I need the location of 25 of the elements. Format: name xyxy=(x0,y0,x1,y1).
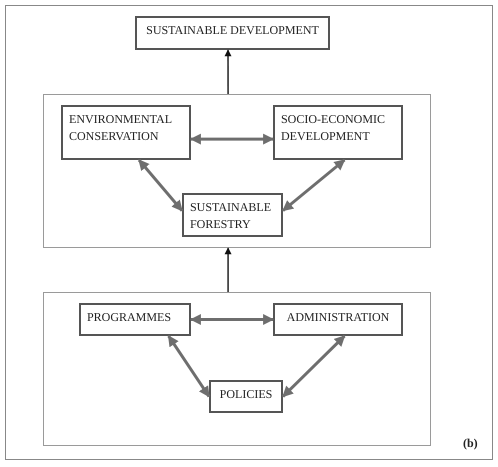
text-box xyxy=(61,105,191,160)
double-arrow xyxy=(282,334,346,398)
box-label: POLICIES xyxy=(218,386,274,403)
text-box xyxy=(273,303,403,336)
double-arrow xyxy=(282,158,346,212)
double-arrow xyxy=(138,159,184,212)
panel-box xyxy=(43,94,431,248)
text-box xyxy=(135,16,330,50)
double-arrow xyxy=(190,314,274,325)
arrow xyxy=(224,247,232,292)
double-arrow xyxy=(190,134,274,145)
double-arrow xyxy=(167,335,210,398)
box-label: SUSTAINABLE DEVELOPMENT xyxy=(145,22,320,39)
arrow xyxy=(224,49,232,94)
text-box xyxy=(182,193,283,237)
box-label: SUSTAINABLE FORESTRY xyxy=(190,199,272,233)
panel-box xyxy=(43,292,431,446)
box-label: PROGRAMMES xyxy=(87,309,172,326)
box-label: SOCIO-ECONOMIC DEVELOPMENT xyxy=(281,111,386,145)
text-box xyxy=(273,105,403,160)
text-box xyxy=(79,303,191,336)
box-label: ADMINISTRATION xyxy=(286,309,390,326)
text-box xyxy=(209,380,283,413)
box-label: ENVIRONMENTAL CONSERVATION xyxy=(69,111,173,145)
panel-label: (b) xyxy=(463,435,478,452)
